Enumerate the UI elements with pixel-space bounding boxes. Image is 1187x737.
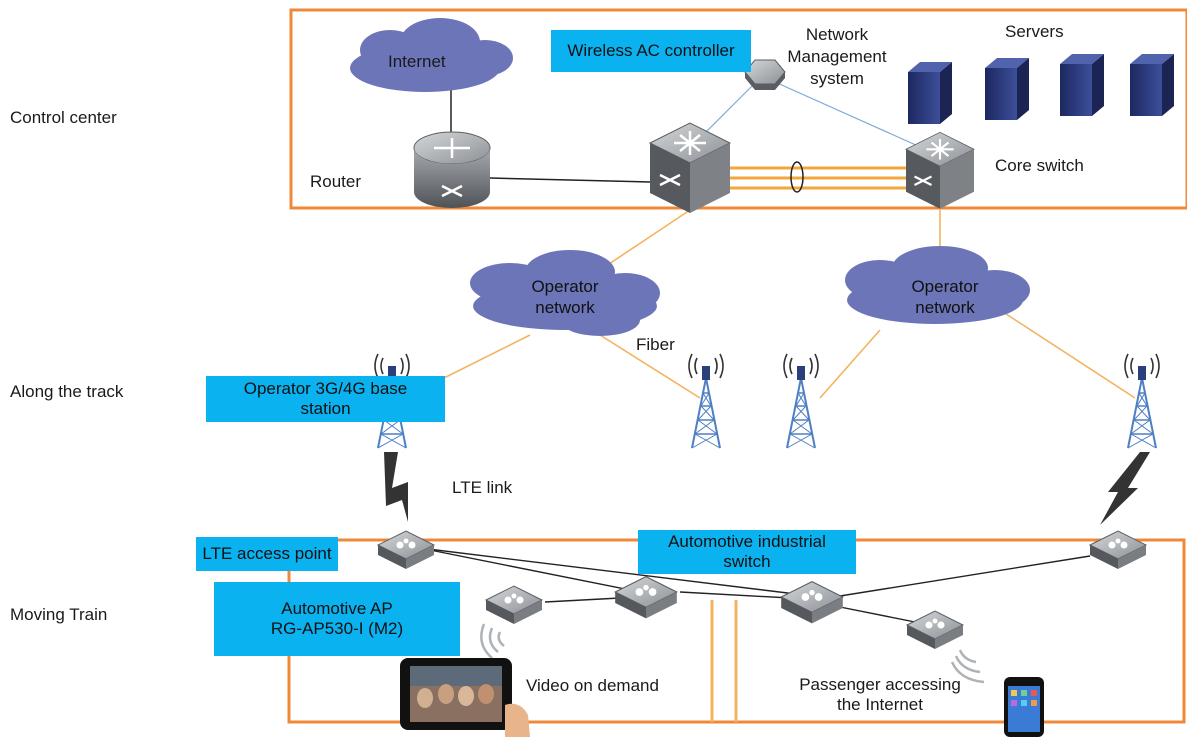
access-point-icon: [1089, 530, 1147, 570]
control-center-frame: [289, 8, 1187, 210]
operator-network-cloud-right: [845, 246, 1030, 324]
tablet-icon: [400, 658, 530, 737]
internet-cloud: [350, 18, 513, 92]
automotive-ap-label: Automotive AP RG-AP530-I (M2): [214, 582, 460, 656]
nms-label-line1: Network: [805, 25, 869, 44]
wifi-waves-icon: [950, 649, 985, 684]
wifi-waves-icon: [480, 623, 505, 659]
automotive-ap-line2: RG-AP530-I (M2): [270, 619, 404, 638]
servers-label: Servers: [1005, 22, 1064, 41]
automotive-switch-line2: switch: [723, 552, 771, 571]
router-icon: [413, 131, 491, 208]
operator-network-label-left: Operator network: [510, 276, 620, 319]
nms-label-line3: system: [810, 69, 864, 89]
operator-network-right-line2: network: [915, 298, 975, 318]
passenger-line1: Passenger accessing: [799, 675, 961, 694]
passenger-label: Passenger accessing the Internet: [790, 675, 970, 716]
nms-label: Network Management system: [778, 24, 896, 90]
video-on-demand-label: Video on demand: [526, 676, 659, 695]
nms-label-line2: Management: [787, 47, 887, 67]
antenna-tower-icon: [783, 353, 819, 449]
automotive-switch-label: Automotive industrial switch: [638, 530, 856, 574]
antenna-tower-icon: [688, 353, 724, 449]
lte-link-label: LTE link: [452, 478, 513, 497]
zone-label-moving-train: Moving Train: [10, 605, 108, 624]
train-links: [419, 547, 1091, 626]
zone-label-control-center: Control center: [10, 108, 117, 127]
access-point-icon: [485, 585, 543, 625]
zone-label-along-track: Along the track: [10, 382, 124, 401]
fiber-label: Fiber: [636, 335, 675, 354]
link-router-switch: [489, 177, 651, 183]
server-icon: [985, 58, 1029, 120]
operator-network-left-line1: Operator: [531, 277, 599, 296]
operator-network-left-line2: network: [535, 298, 595, 318]
lte-access-point-text: LTE access point: [202, 543, 332, 563]
router-label: Router: [310, 172, 362, 191]
antenna-tower-icon: [1124, 353, 1160, 449]
automotive-switch-line1: Automotive industrial: [668, 531, 826, 551]
core-switch-label: Core switch: [995, 156, 1084, 175]
server-icon: [1060, 54, 1104, 116]
server-icon: [908, 62, 952, 124]
lightning-icon: [1100, 452, 1150, 525]
aggregated-fiber-links: [730, 161, 910, 193]
train-fiber-links: [710, 600, 738, 722]
automotive-ap-line1: Automotive AP: [281, 598, 393, 618]
lte-access-point-icon: [377, 530, 435, 570]
switch-icon: [648, 121, 732, 215]
access-point-icon: [906, 610, 964, 650]
operator-network-right-line1: Operator: [911, 277, 979, 296]
base-station-label: Operator 3G/4G base station: [206, 376, 445, 422]
base-station-line1: Operator 3G/4G base: [243, 378, 408, 398]
passenger-line2: the Internet: [836, 695, 923, 715]
internet-label: Internet: [388, 52, 446, 71]
server-icon: [1130, 54, 1174, 116]
automotive-switch-icon: [780, 581, 844, 624]
core-switch-icon: [904, 131, 976, 210]
base-station-line2: station: [300, 399, 351, 418]
operator-network-label-right: Operator network: [890, 276, 1000, 319]
wireless-ac-controller-icon: [744, 59, 786, 90]
lte-access-point-label: LTE access point: [196, 537, 338, 571]
smartphone-icon: [1004, 677, 1044, 737]
wireless-ac-controller-text: Wireless AC controller: [567, 40, 735, 60]
wireless-ac-controller-label: Wireless AC controller: [551, 30, 751, 72]
link-nms-core: [774, 81, 919, 147]
automotive-switch-icon: [614, 576, 678, 619]
operator-network-cloud-left: [470, 250, 660, 336]
lightning-icon: [384, 452, 408, 522]
